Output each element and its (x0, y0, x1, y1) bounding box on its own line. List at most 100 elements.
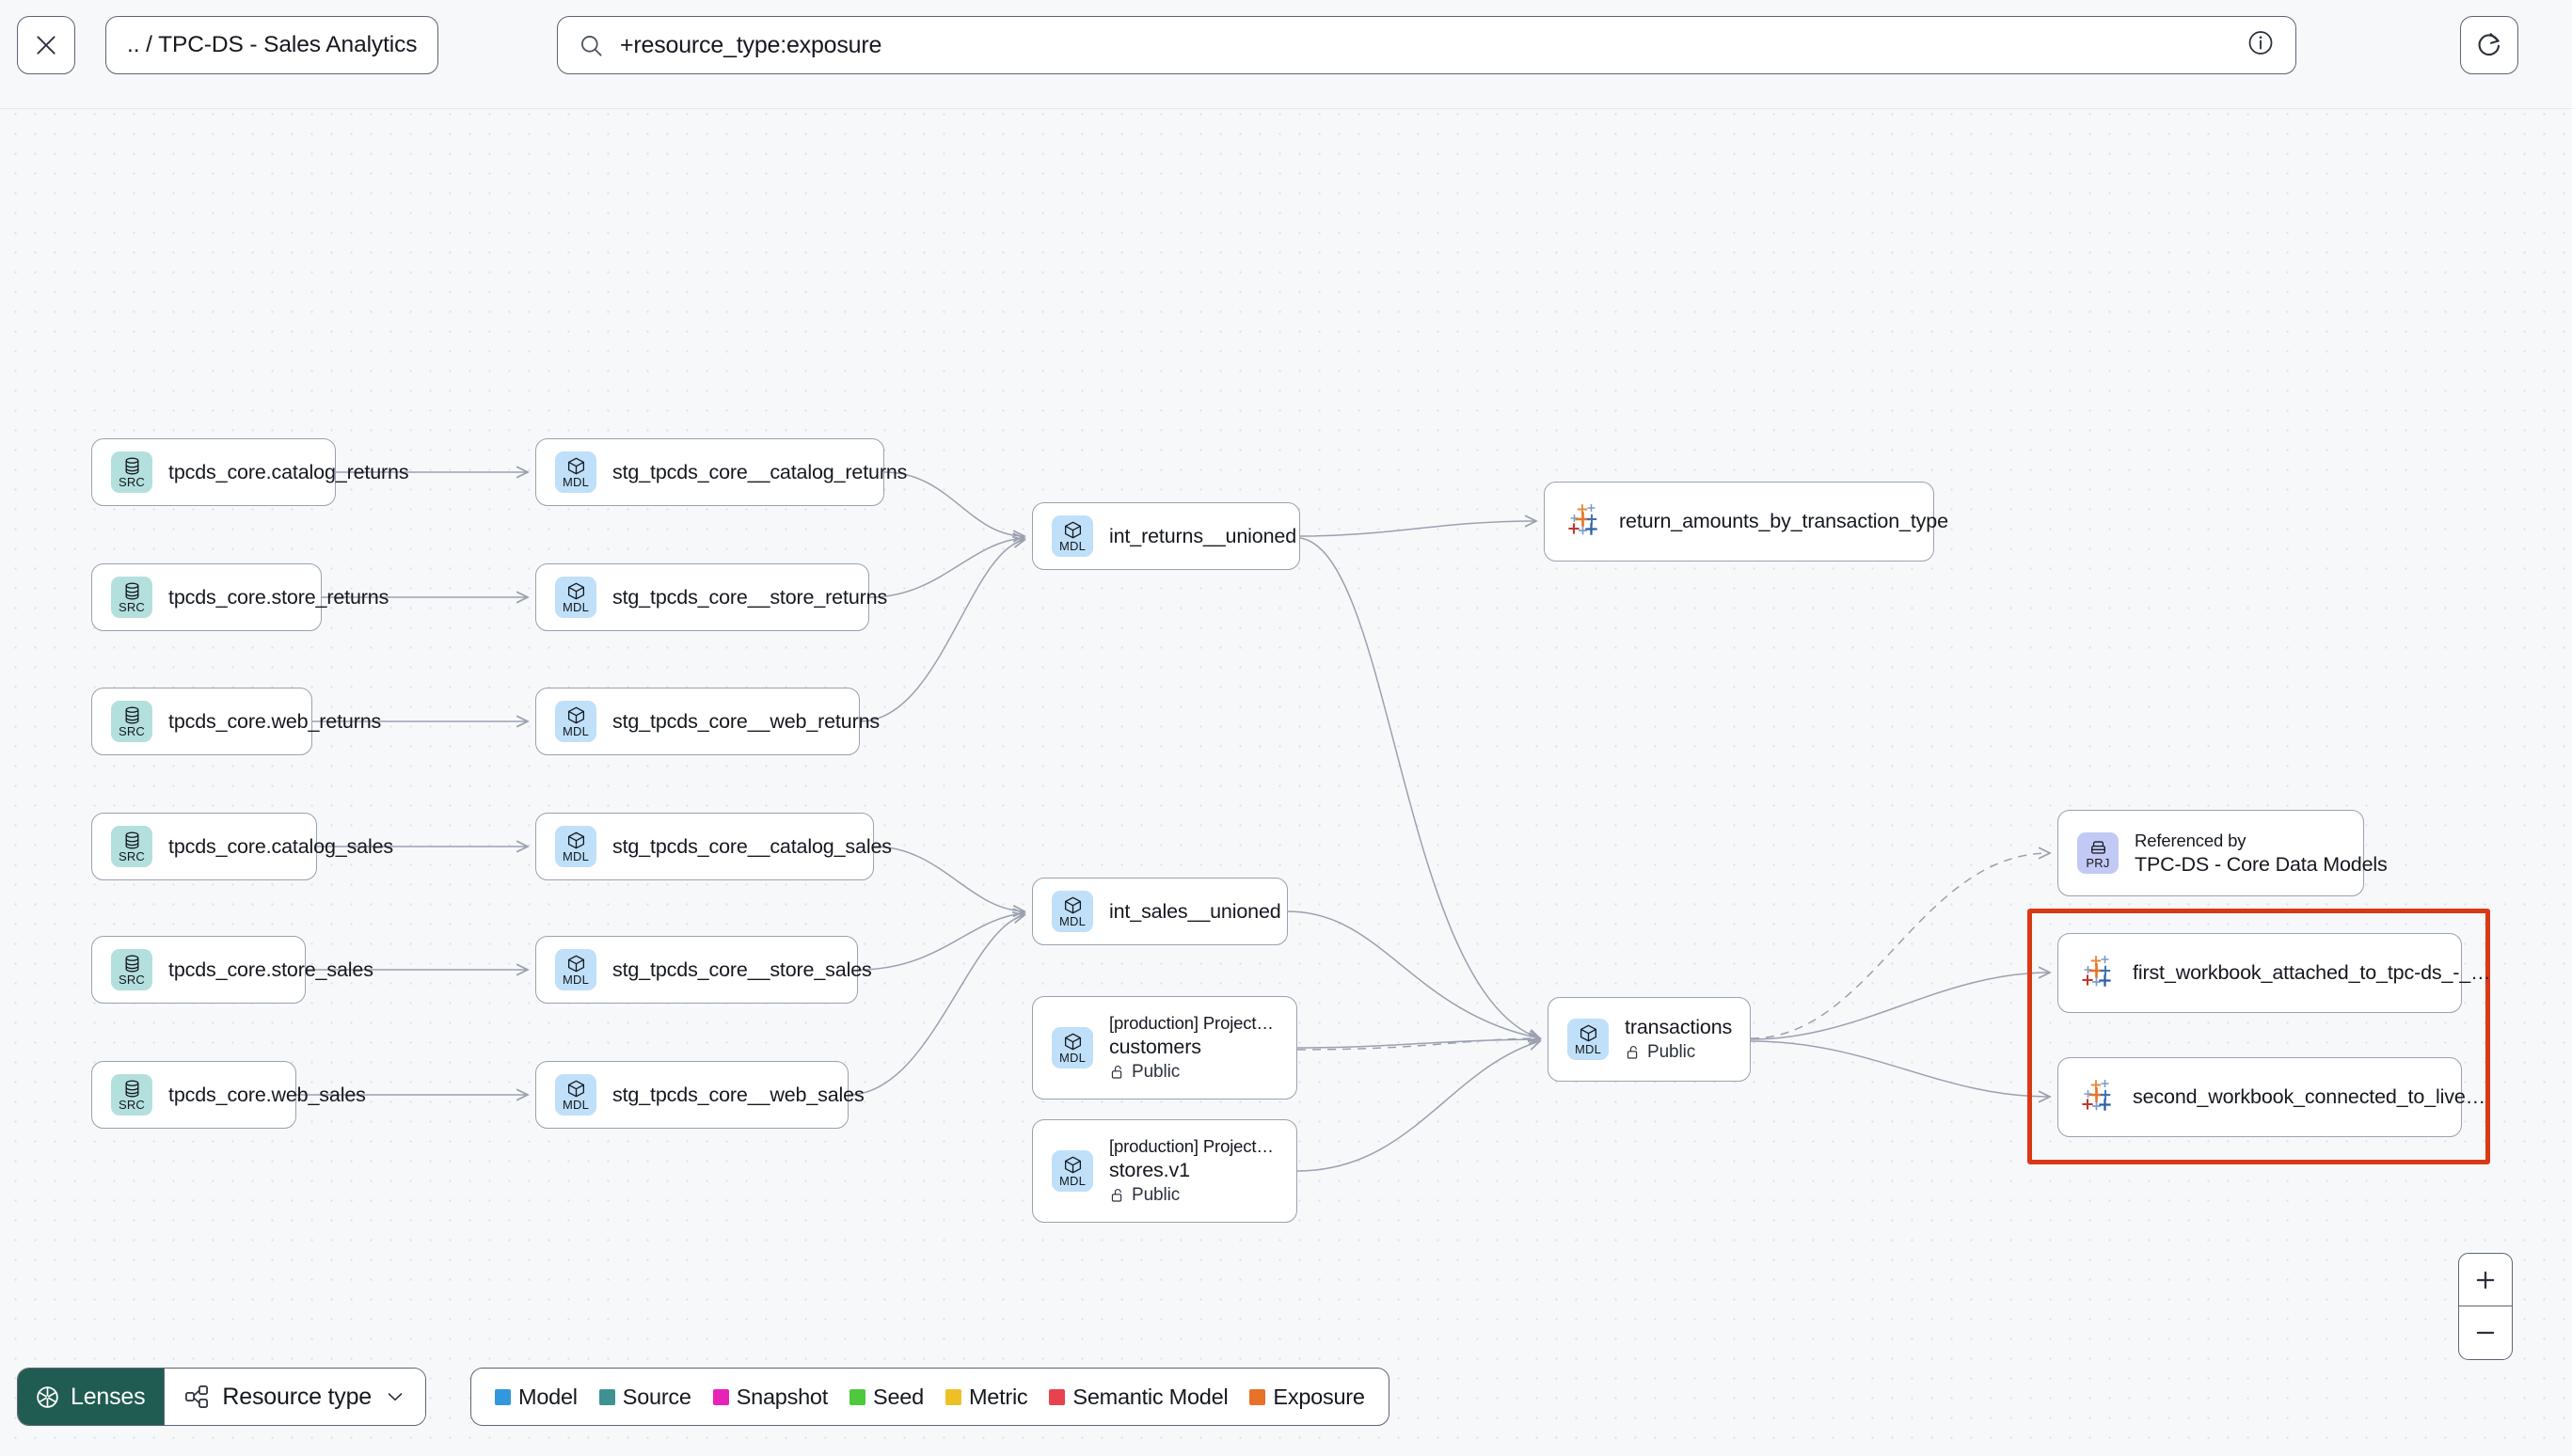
legend-label: Semantic Model (1072, 1384, 1229, 1409)
node-title: second_workbook_connected_to_live… (2133, 1085, 2485, 1108)
node-visibility: Public (1625, 1042, 1729, 1063)
node-type-abbr: SRC (118, 475, 146, 489)
tableau-icon (1564, 503, 1601, 541)
legend-item-semantic-model[interactable]: Semantic Model (1049, 1384, 1229, 1410)
node-type-badge-src: SRC (111, 577, 152, 618)
breadcrumb[interactable]: .. / TPC-DS - Sales Analytics (105, 16, 439, 74)
node-type-abbr: MDL (1058, 914, 1087, 928)
top-toolbar: .. / TPC-DS - Sales Analytics +resource_… (0, 0, 2572, 109)
lenses-button[interactable]: Lenses (18, 1369, 165, 1425)
search-value: +resource_type:exposure (620, 31, 882, 58)
node-type-abbr: MDL (1058, 1051, 1087, 1065)
node-type-badge-mdl: MDL (1052, 515, 1093, 557)
node-type-badge-mdl: MDL (555, 1074, 596, 1116)
node-body: stg_tpcds_core__store_returns (612, 585, 888, 609)
graph-node-stores_v1[interactable]: MDL[production] Project: TPC-DS - Core D… (1032, 1119, 1297, 1223)
database-icon (122, 456, 142, 476)
zoom-in-button[interactable] (2459, 1254, 2512, 1306)
node-type-badge-mdl: MDL (555, 949, 596, 990)
tableau-icon (2077, 955, 2115, 992)
legend-swatch (849, 1388, 866, 1405)
node-title: customers (1109, 1036, 1201, 1058)
cube-icon (1063, 1155, 1083, 1175)
legend-swatch (712, 1388, 729, 1405)
node-title: stg_tpcds_core__store_sales (612, 957, 872, 981)
close-button[interactable] (17, 16, 75, 74)
info-circle-icon[interactable] (2247, 29, 2275, 62)
node-type-badge-mdl: MDL (555, 451, 596, 493)
node-type-abbr: SRC (118, 600, 146, 614)
node-type-abbr: MDL (562, 600, 590, 614)
node-type-badge-mdl: MDL (1052, 891, 1093, 932)
resource-type-label: Resource type (222, 1383, 373, 1410)
nodes-icon (185, 1385, 209, 1408)
legend-item-model[interactable]: Model (495, 1385, 578, 1410)
resource-type-dropdown[interactable]: Resource type (164, 1369, 426, 1425)
graph-node-stg_catalog_returns[interactable]: MDL stg_tpcds_core__catalog_returns (535, 438, 908, 506)
node-title: TPC-DS - Core Data Models (2135, 852, 2388, 876)
legend-item-exposure[interactable]: Exposure (1249, 1385, 1365, 1410)
cube-icon (566, 1079, 586, 1099)
node-type-abbr: MDL (562, 1098, 590, 1112)
unlock-icon (1627, 1045, 1638, 1059)
zoom-out-button[interactable] (2459, 1306, 2512, 1359)
zoom-controls (2458, 1253, 2513, 1360)
node-type-badge-mdl: MDL (555, 826, 596, 867)
graph-node-customers[interactable]: MDL[production] Project: TPC-DS - Core D… (1032, 996, 1297, 1100)
cube-icon (566, 705, 586, 725)
legend-swatch (945, 1388, 961, 1405)
legend-item-metric[interactable]: Metric (945, 1384, 1028, 1410)
cube-icon (566, 954, 586, 973)
graph-node-second_workbook[interactable]: second_workbook_connected_to_live… (2057, 1057, 2485, 1137)
node-title: tpcds_core.web_sales (168, 1083, 366, 1106)
node-title: stg_tpcds_core__store_returns (612, 585, 888, 609)
graph-node-src_catalog_returns[interactable]: SRC tpcds_core.catalog_returns (91, 438, 409, 506)
node-body: first_workbook_attached_to_tpc-ds_-_… (2133, 961, 2491, 985)
graph-node-stg_store_returns[interactable]: MDL stg_tpcds_core__store_returns (535, 563, 888, 631)
graph-node-return_amounts[interactable]: return_amounts_by_transaction_type (1544, 482, 1948, 562)
graph-node-first_workbook[interactable]: first_workbook_attached_to_tpc-ds_-_… (2057, 933, 2491, 1013)
node-type-badge-mdl: MDL (1567, 1019, 1609, 1060)
refresh-button[interactable] (2460, 16, 2518, 74)
database-icon (122, 954, 142, 973)
node-type-abbr: MDL (562, 973, 590, 987)
unlock-icon (1111, 1188, 1122, 1202)
legend-item-seed[interactable]: Seed (849, 1385, 924, 1410)
graph-node-stg_store_sales[interactable]: MDL stg_tpcds_core__store_sales (535, 936, 872, 1004)
node-body: tpcds_core.catalog_returns (168, 460, 409, 484)
node-body: tpcds_core.store_sales (168, 958, 373, 982)
lens-controls: Lenses Resource type (17, 1368, 427, 1426)
node-title: stg_tpcds_core__catalog_returns (612, 460, 908, 483)
cube-icon (566, 831, 586, 850)
node-type-abbr: MDL (562, 724, 590, 738)
node-visibility: Public (1109, 1062, 1276, 1083)
legend-item-source[interactable]: Source (598, 1385, 691, 1410)
node-visibility-label: Public (1647, 1042, 1696, 1062)
search-icon (581, 35, 602, 56)
node-title: tpcds_core.catalog_returns (168, 460, 409, 483)
unlock-icon (1111, 1065, 1122, 1079)
database-icon (122, 705, 142, 725)
resource-type-legend: Model Source Snapshot Seed Metric Semantic Mo… (470, 1368, 1389, 1426)
legend-item-snapshot[interactable]: Snapshot (712, 1385, 828, 1410)
chevron-down-icon (388, 1393, 403, 1401)
search-input[interactable]: +resource_type:exposure (557, 16, 2296, 74)
legend-label: Metric (968, 1384, 1028, 1409)
node-visibility-label: Public (1132, 1185, 1181, 1205)
node-title: tpcds_core.web_returns (168, 709, 382, 733)
